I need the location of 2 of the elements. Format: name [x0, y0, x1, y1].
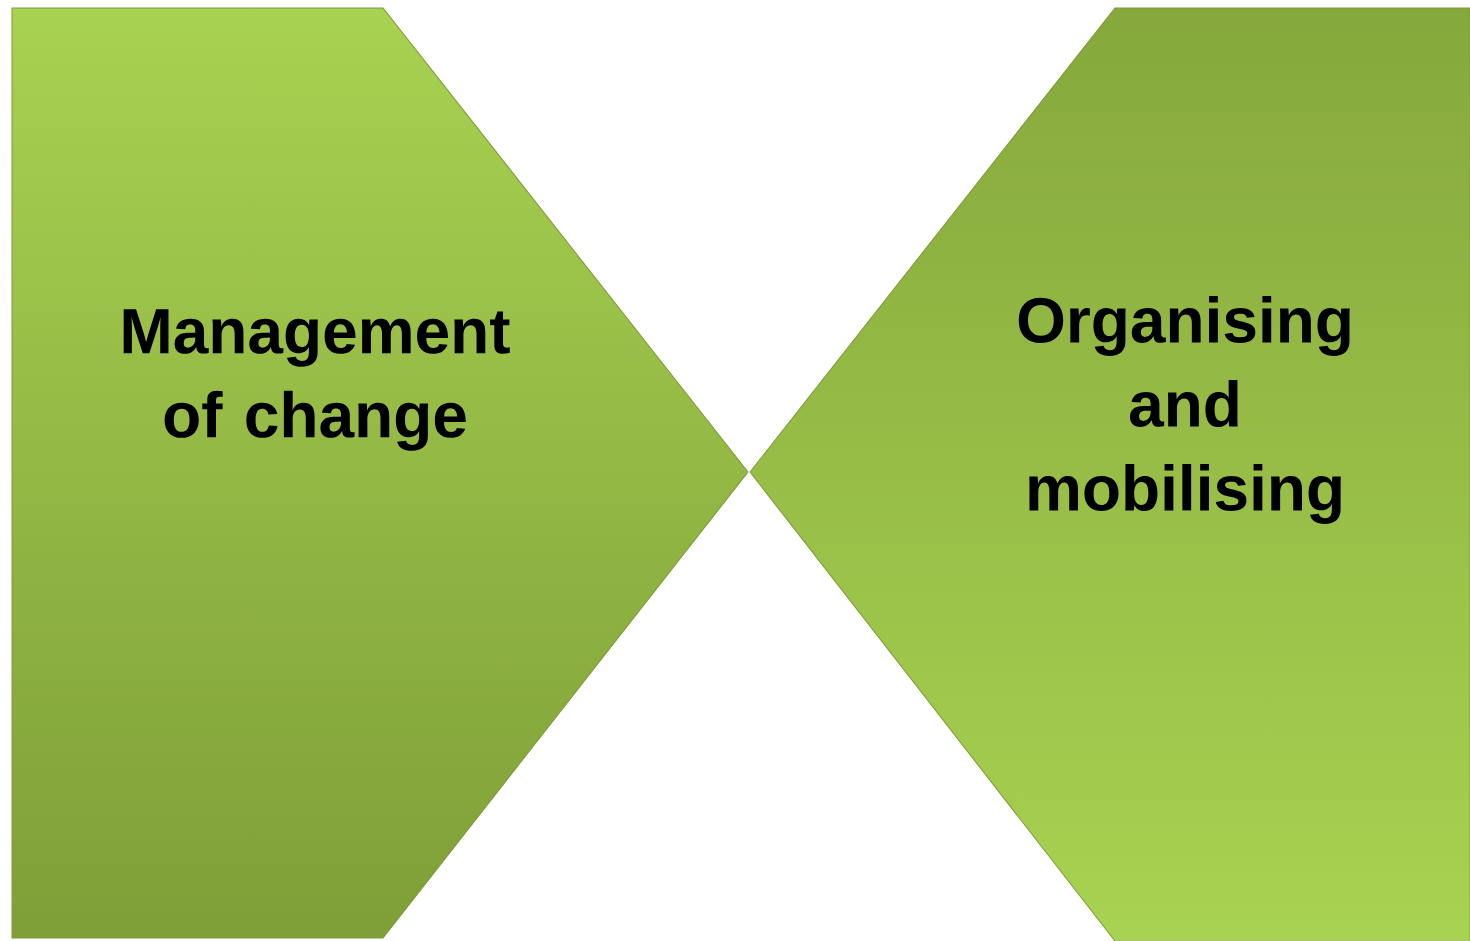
pentagon-box: Management of change	[11, 7, 749, 939]
pentagon-box: Organising and mobilising	[749, 7, 1470, 941]
